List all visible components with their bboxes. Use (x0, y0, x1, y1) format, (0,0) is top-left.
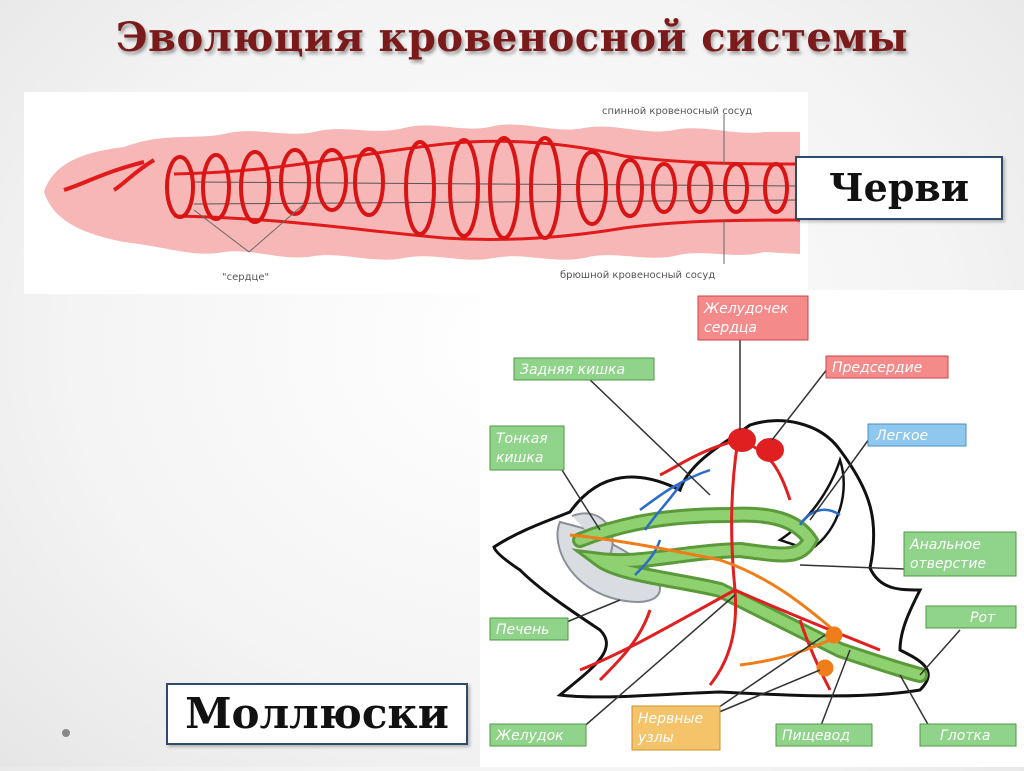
worm-body (44, 124, 800, 260)
label-small-intestine: Тонкая кишка (489, 425, 565, 471)
worm-heart-ring (316, 148, 348, 212)
worm-heart-ring (763, 162, 789, 214)
slide-title: Эволюция кровеносной системы (115, 14, 909, 61)
worm-heart-ring (488, 136, 520, 240)
worm-heart-ring (687, 162, 713, 214)
worm-heart-ring (279, 148, 311, 216)
mollusk-illustration: Желудочек сердца Задняя кишка Предсердие… (489, 295, 1017, 751)
svg-text:Глотка: Глотка (940, 728, 991, 744)
label-ventricle: Желудочек сердца (697, 295, 809, 341)
worm-illustration: спинной кровеносный сосуд "сердце" брюшн… (44, 106, 801, 283)
svg-text:Легкое: Легкое (875, 428, 928, 444)
worm-heart-ring (529, 136, 561, 240)
worm-figure: спинной кровеносный сосуд "сердце" брюшн… (24, 92, 808, 294)
svg-text:Тонкая: Тонкая (496, 431, 548, 447)
svg-text:Пищевод: Пищевод (782, 728, 850, 744)
worm-heart-ring (165, 155, 195, 219)
worm-heart-ring (404, 140, 436, 236)
label-esophagus: Пищевод (775, 723, 873, 747)
label-mouth: Рот (925, 605, 1017, 629)
worm-heart-ring (353, 147, 385, 217)
label-anal-opening: Анальное отверстие (903, 531, 1017, 577)
svg-text:узлы: узлы (637, 730, 674, 746)
caption-worms: Черви (795, 156, 1003, 220)
svg-text:Анальное: Анальное (909, 537, 981, 553)
svg-text:Задняя кишка: Задняя кишка (520, 362, 625, 378)
label-atrium: Предсердие (825, 355, 949, 379)
mollusk-body-outline (492, 419, 930, 699)
label-dorsal-vessel: спинной кровеносный сосуд (602, 106, 752, 117)
svg-text:Предсердие: Предсердие (832, 360, 922, 376)
svg-text:сердца: сердца (704, 320, 757, 336)
svg-text:Рот: Рот (970, 610, 996, 626)
worm-heart-ring (448, 138, 480, 238)
worm-heart-ring (616, 158, 644, 218)
worm-ventral-vessel (173, 214, 801, 242)
svg-text:отверстие: отверстие (910, 556, 986, 572)
svg-text:кишка: кишка (496, 450, 543, 466)
label-stomach: Желудок (489, 723, 587, 747)
svg-text:Печень: Печень (496, 622, 549, 638)
heart-atrium (756, 438, 784, 462)
mollusk-figure: Желудочек сердца Задняя кишка Предсердие… (480, 290, 1024, 767)
label-hindgut: Задняя кишка (513, 357, 655, 381)
label-lung: Легкое (867, 423, 967, 447)
svg-text:Желудочек: Желудочек (703, 301, 789, 317)
heart-ventricle (728, 428, 756, 452)
worm-heart-ring (723, 162, 749, 214)
label-hearts: "сердце" (222, 272, 269, 283)
svg-text:Нервные: Нервные (638, 711, 703, 727)
caption-mollusks: Моллюски (166, 683, 468, 745)
label-pharynx: Глотка (919, 723, 1017, 747)
worm-dorsal-vessel (173, 139, 801, 176)
slide-bullet-dot (62, 729, 70, 737)
worm-heart-ring (576, 150, 608, 226)
worm-heart-ring (239, 150, 271, 224)
worm-heart-ring (651, 162, 677, 214)
worm-heart-ring (201, 153, 231, 221)
worm-head-vessel (63, 158, 156, 192)
label-liver: Печень (489, 617, 569, 641)
label-ventral-vessel: брюшной кровеносный сосуд (560, 270, 715, 281)
label-nerve-nodes: Нервные узлы (631, 705, 721, 751)
svg-text:Желудок: Желудок (495, 728, 564, 744)
